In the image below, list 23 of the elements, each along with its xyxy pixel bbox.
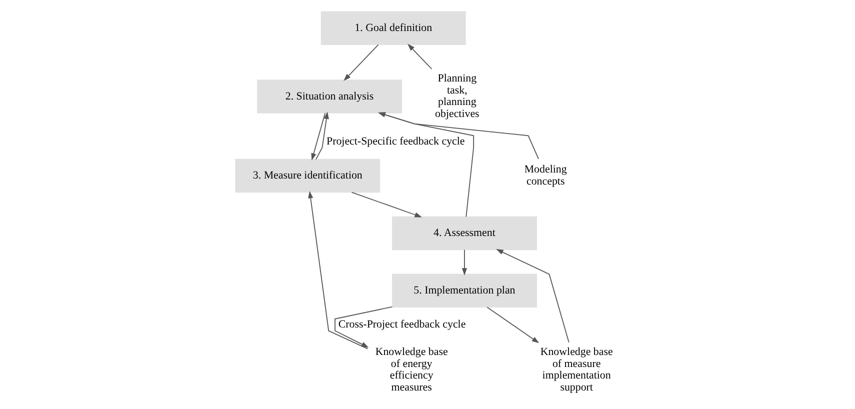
node-box: 4. Assessment [392,216,536,250]
arrow [461,249,467,276]
edge-label: Project-Specific feedback cycle [326,135,464,148]
arrow [407,44,432,70]
node-text: Planning task, planning objectives [434,72,479,120]
edge-label: Cross-Project feedback cycle [338,318,466,331]
node-box: 5. Implementation plan [392,274,536,308]
arrow [315,112,328,160]
arrow [350,192,422,218]
node-text: Knowledge base of measure implementation support [540,346,612,394]
arrow [378,112,474,218]
arrow [308,190,368,350]
node-box: 1. Goal definition [320,11,466,45]
arrow [486,306,539,344]
node-text: Knowledge base of energy efficiency measures [374,346,448,394]
arrow [496,249,569,343]
arrow [378,112,538,160]
node-box: 3. Measure identification [234,158,380,193]
node-text: Modeling concepts [524,164,566,188]
node-box: 2. Situation analysis [256,80,402,114]
arrow [334,306,392,348]
arrow [343,44,378,81]
arrow [310,112,326,161]
